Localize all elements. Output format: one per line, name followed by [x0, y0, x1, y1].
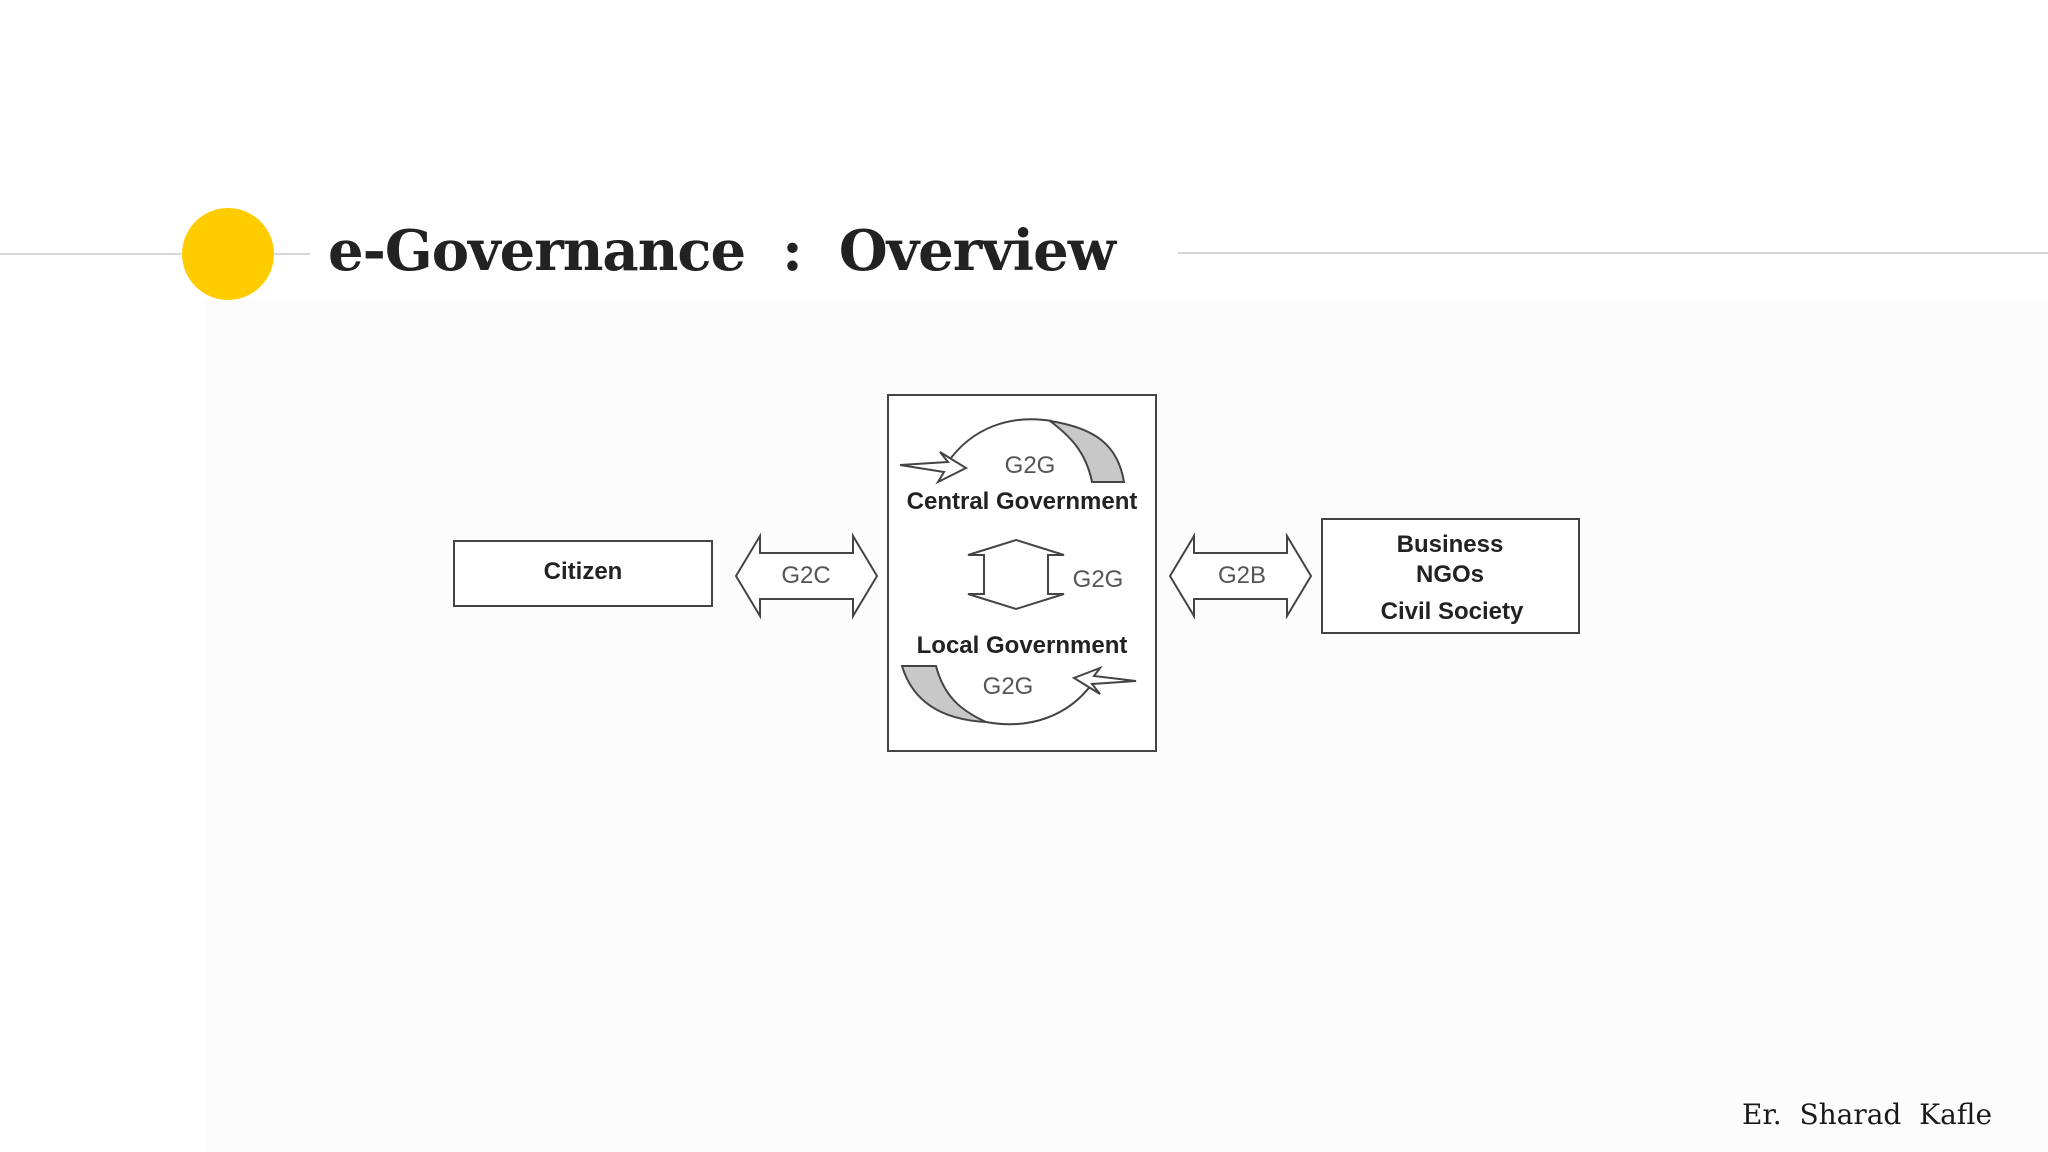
local-loop-shaded-arc — [900, 665, 987, 723]
g2c-arrow — [734, 532, 879, 620]
partner-civil-society: Civil Society — [1381, 598, 1524, 625]
central-loop-label: G2G — [1005, 452, 1056, 479]
partners-box — [1321, 518, 1580, 634]
title-rule-right — [1178, 252, 2048, 254]
local-government-label: Local Government — [917, 632, 1128, 659]
author-footer: Er. Sharad Kafle — [1742, 1098, 1993, 1131]
title-rule-left — [0, 253, 185, 255]
citizen-label: Citizen — [544, 558, 623, 585]
citizen-box — [453, 540, 713, 607]
partner-ngos: NGOs — [1416, 561, 1484, 588]
central-loop-arc — [947, 418, 1053, 463]
central-loop-arrowhead — [899, 451, 969, 485]
central-government-label: Central Government — [907, 488, 1138, 515]
vertical-g2g-arrow — [967, 538, 1065, 611]
local-loop-arc — [985, 683, 1093, 726]
vertical-g2g-label: G2G — [1073, 566, 1124, 593]
g2c-label: G2C — [781, 562, 830, 589]
local-loop-arrowhead — [1071, 665, 1137, 695]
partner-business: Business — [1397, 531, 1504, 558]
slide-title: e-Governance : Overview — [328, 218, 1116, 284]
accent-dot — [182, 208, 274, 300]
central-loop-shaded-arc — [1049, 420, 1126, 483]
local-loop-label: G2G — [983, 673, 1034, 700]
g2b-label: G2B — [1218, 562, 1266, 589]
g2b-arrow — [1168, 532, 1313, 620]
title-rule-stub — [270, 253, 310, 255]
